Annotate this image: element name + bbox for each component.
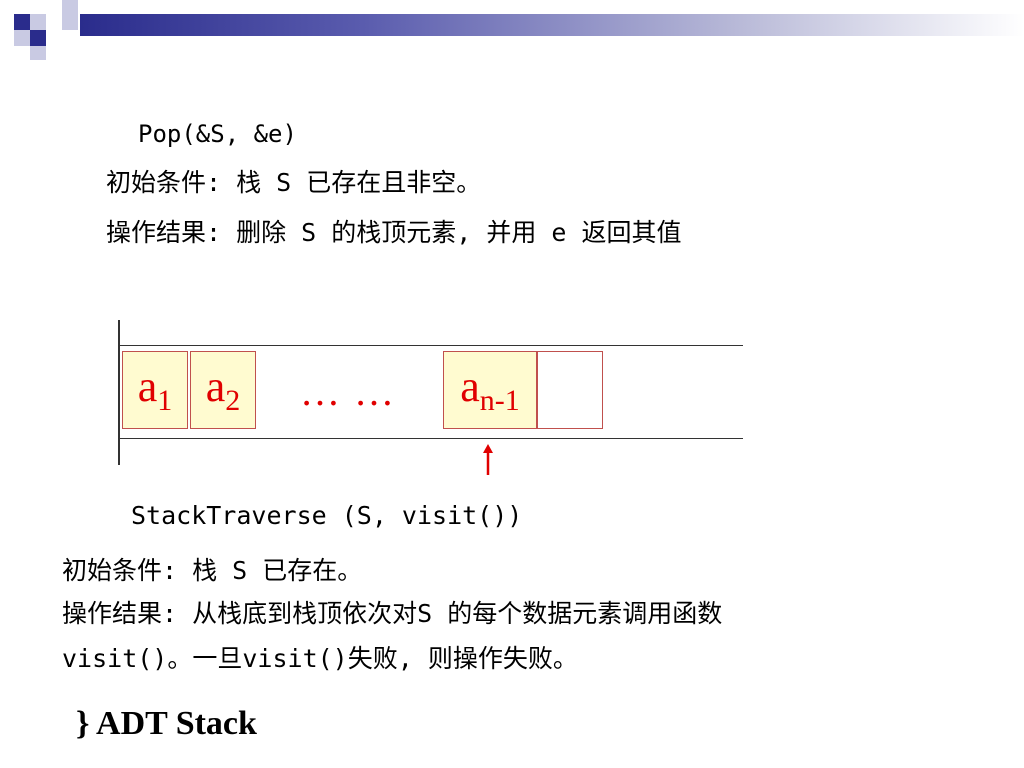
stack-cell: a2 xyxy=(190,351,256,429)
traverse-result-line2: visit()。一旦visit()失败, 则操作失败。 xyxy=(62,644,578,673)
pop-signature: Pop(&S, &e) xyxy=(138,120,297,148)
stack-cell-empty xyxy=(537,351,603,429)
deco-square xyxy=(62,14,78,30)
stack-element-label: a2 xyxy=(205,362,241,417)
stack-cell: a1 xyxy=(122,351,188,429)
traverse-signature: StackTraverse (S, visit()) xyxy=(131,501,523,530)
pop-precondition: 初始条件: 栈 S 已存在且非空。 xyxy=(106,168,482,197)
stack-bottom-wall xyxy=(118,320,120,465)
deco-square xyxy=(30,46,46,60)
traverse-result-line1: 操作结果: 从栈底到栈顶依次对S 的每个数据元素调用函数 xyxy=(62,599,723,628)
adt-closing: } ADT Stack xyxy=(76,705,257,742)
traverse-precondition: 初始条件: 栈 S 已存在。 xyxy=(62,556,363,585)
deco-square xyxy=(46,14,62,30)
deco-square xyxy=(30,30,46,46)
stack-bottom-rail xyxy=(118,438,743,439)
stack-element-label: an-1 xyxy=(460,362,520,417)
stack-cell-top: an-1 xyxy=(443,351,537,429)
pop-result: 操作结果: 删除 S 的栈顶元素, 并用 e 返回其值 xyxy=(106,218,682,247)
top-pointer-arrow-icon xyxy=(483,444,493,475)
stack-top-rail xyxy=(118,345,743,346)
stack-ellipsis: … … xyxy=(300,369,396,414)
deco-square xyxy=(30,14,46,30)
stack-element-label: a1 xyxy=(137,362,173,417)
title-bar-gradient xyxy=(80,14,1024,36)
deco-square xyxy=(14,30,30,46)
deco-square xyxy=(14,14,30,30)
deco-square xyxy=(62,0,78,14)
